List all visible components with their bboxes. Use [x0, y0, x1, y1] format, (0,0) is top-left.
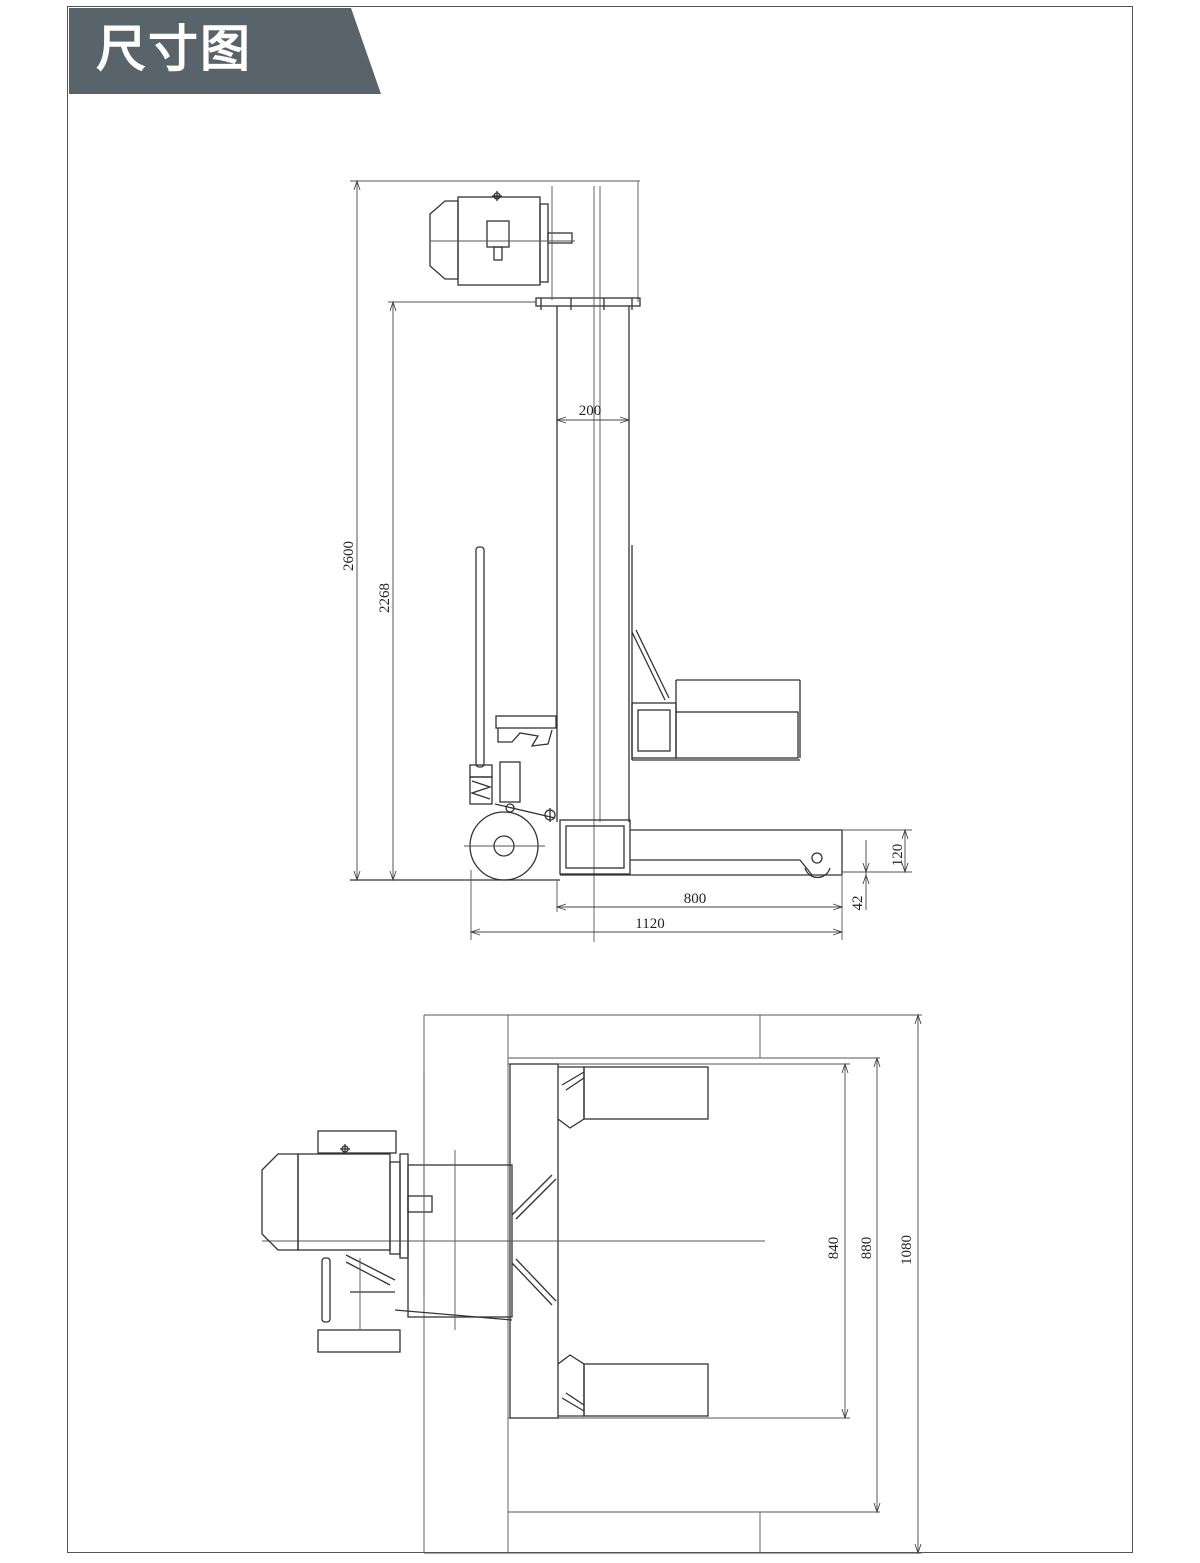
dim-leg-height: 120: [890, 844, 906, 867]
dim-ground-clearance: 42: [850, 896, 866, 911]
drawing-frame: [67, 6, 1133, 1553]
title-tab: [69, 8, 381, 94]
dim-lift-height: 2268: [377, 583, 393, 613]
fork-bottom: [557, 1354, 709, 1417]
dim-leg-length: 800: [684, 891, 707, 907]
fork-top: [557, 1066, 709, 1129]
motor-side: [429, 191, 575, 286]
pump-handle: [469, 546, 557, 822]
steering-wheel: [464, 811, 545, 881]
dim-total-height: 2600: [341, 541, 357, 571]
side-view: 2600 2268 200 800 1120 120 42: [341, 179, 912, 942]
motor-top: [261, 1130, 433, 1259]
handle-top: [317, 1254, 401, 1353]
dim-overall-length: 1120: [635, 916, 664, 932]
mast: [551, 186, 630, 942]
dim-outer-width: 1080: [899, 1235, 915, 1265]
dim-mid-width: 880: [859, 1237, 875, 1260]
page-title: 尺寸图: [96, 20, 252, 78]
dim-inner-width: 840: [826, 1237, 842, 1260]
fork-carriage: [631, 545, 801, 761]
dim-mast-width: 200: [579, 403, 602, 419]
top-view: 840 880 1080: [261, 1013, 922, 1555]
